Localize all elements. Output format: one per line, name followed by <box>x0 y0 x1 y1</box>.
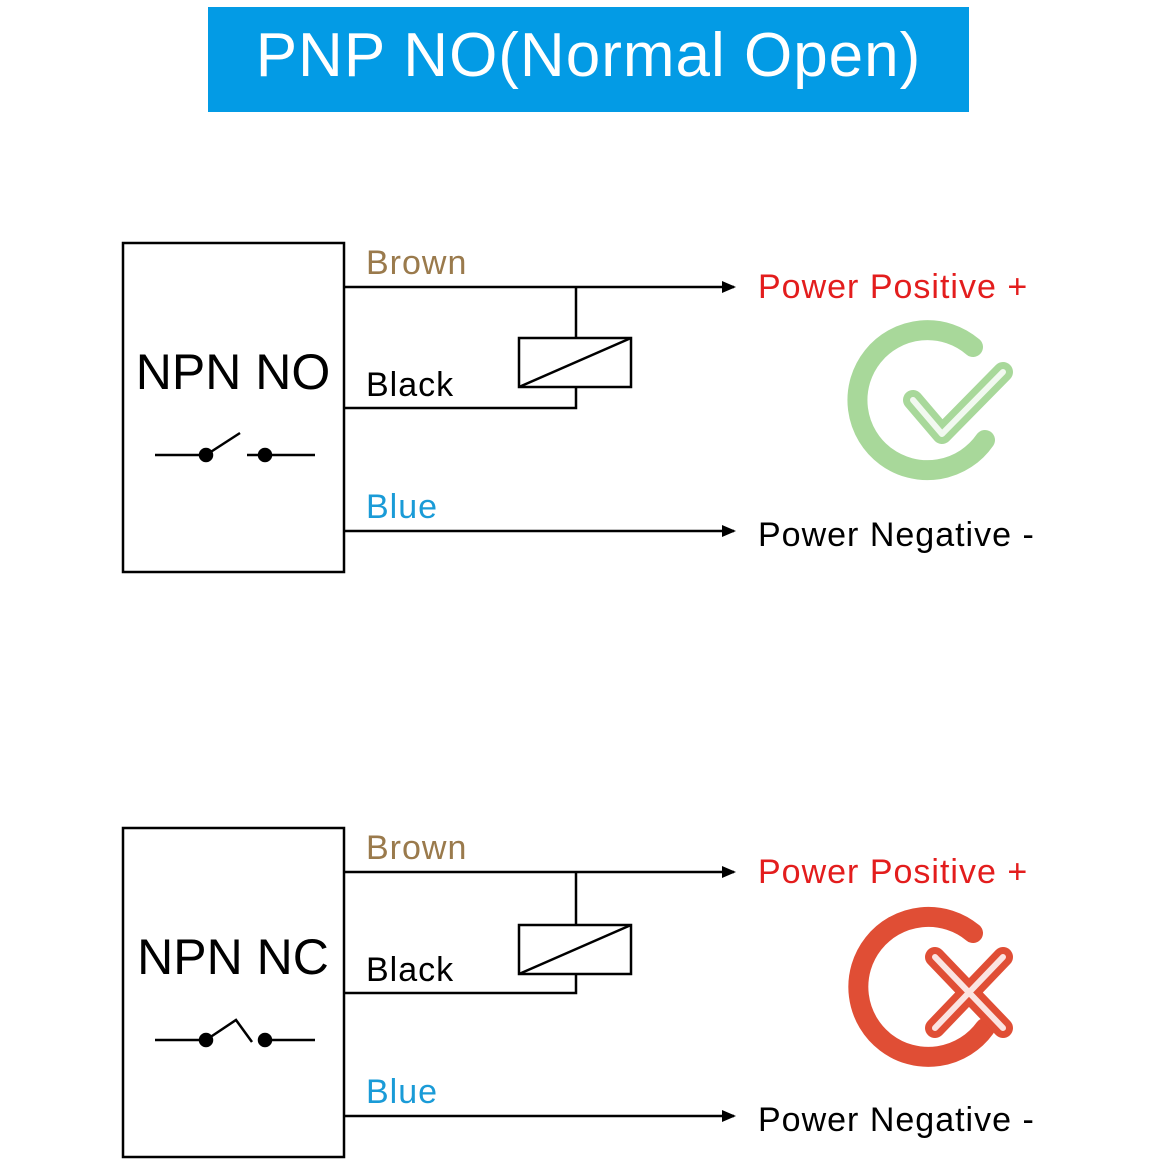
power-positive-label: Power Positive + <box>758 268 1028 306</box>
blue-wire-label: Blue <box>366 488 438 526</box>
sensor-label: NPN NO <box>136 344 330 400</box>
normally-closed-switch-icon <box>155 1018 315 1048</box>
brown-wire-label: Brown <box>366 829 467 867</box>
power-negative-label: Power Negative - <box>758 516 1035 554</box>
sensor-box <box>121 826 346 1159</box>
power-positive-label: Power Positive + <box>758 853 1028 891</box>
relay-load-icon <box>517 923 633 976</box>
circuit-normally-open: NPN NO Brown Power Positive + Black Blue… <box>121 241 1035 574</box>
check-icon <box>847 320 1013 481</box>
normally-open-switch-icon <box>155 431 315 463</box>
circuit-normally-closed: NPN NC Brown Power Positive + Black Blue… <box>121 826 1035 1159</box>
black-wire-label: Black <box>366 951 454 989</box>
black-wire-label: Black <box>366 366 454 404</box>
relay-load-icon <box>517 336 633 389</box>
page-title: PNP NO(Normal Open) <box>255 21 922 90</box>
brown-wire-label: Brown <box>366 244 467 282</box>
blue-wire-label: Blue <box>366 1073 438 1111</box>
sensor-box <box>121 241 346 574</box>
cross-icon <box>848 906 1013 1067</box>
power-negative-label: Power Negative - <box>758 1101 1035 1139</box>
sensor-label: NPN NC <box>137 929 329 985</box>
title-banner: PNP NO(Normal Open) <box>208 7 969 112</box>
